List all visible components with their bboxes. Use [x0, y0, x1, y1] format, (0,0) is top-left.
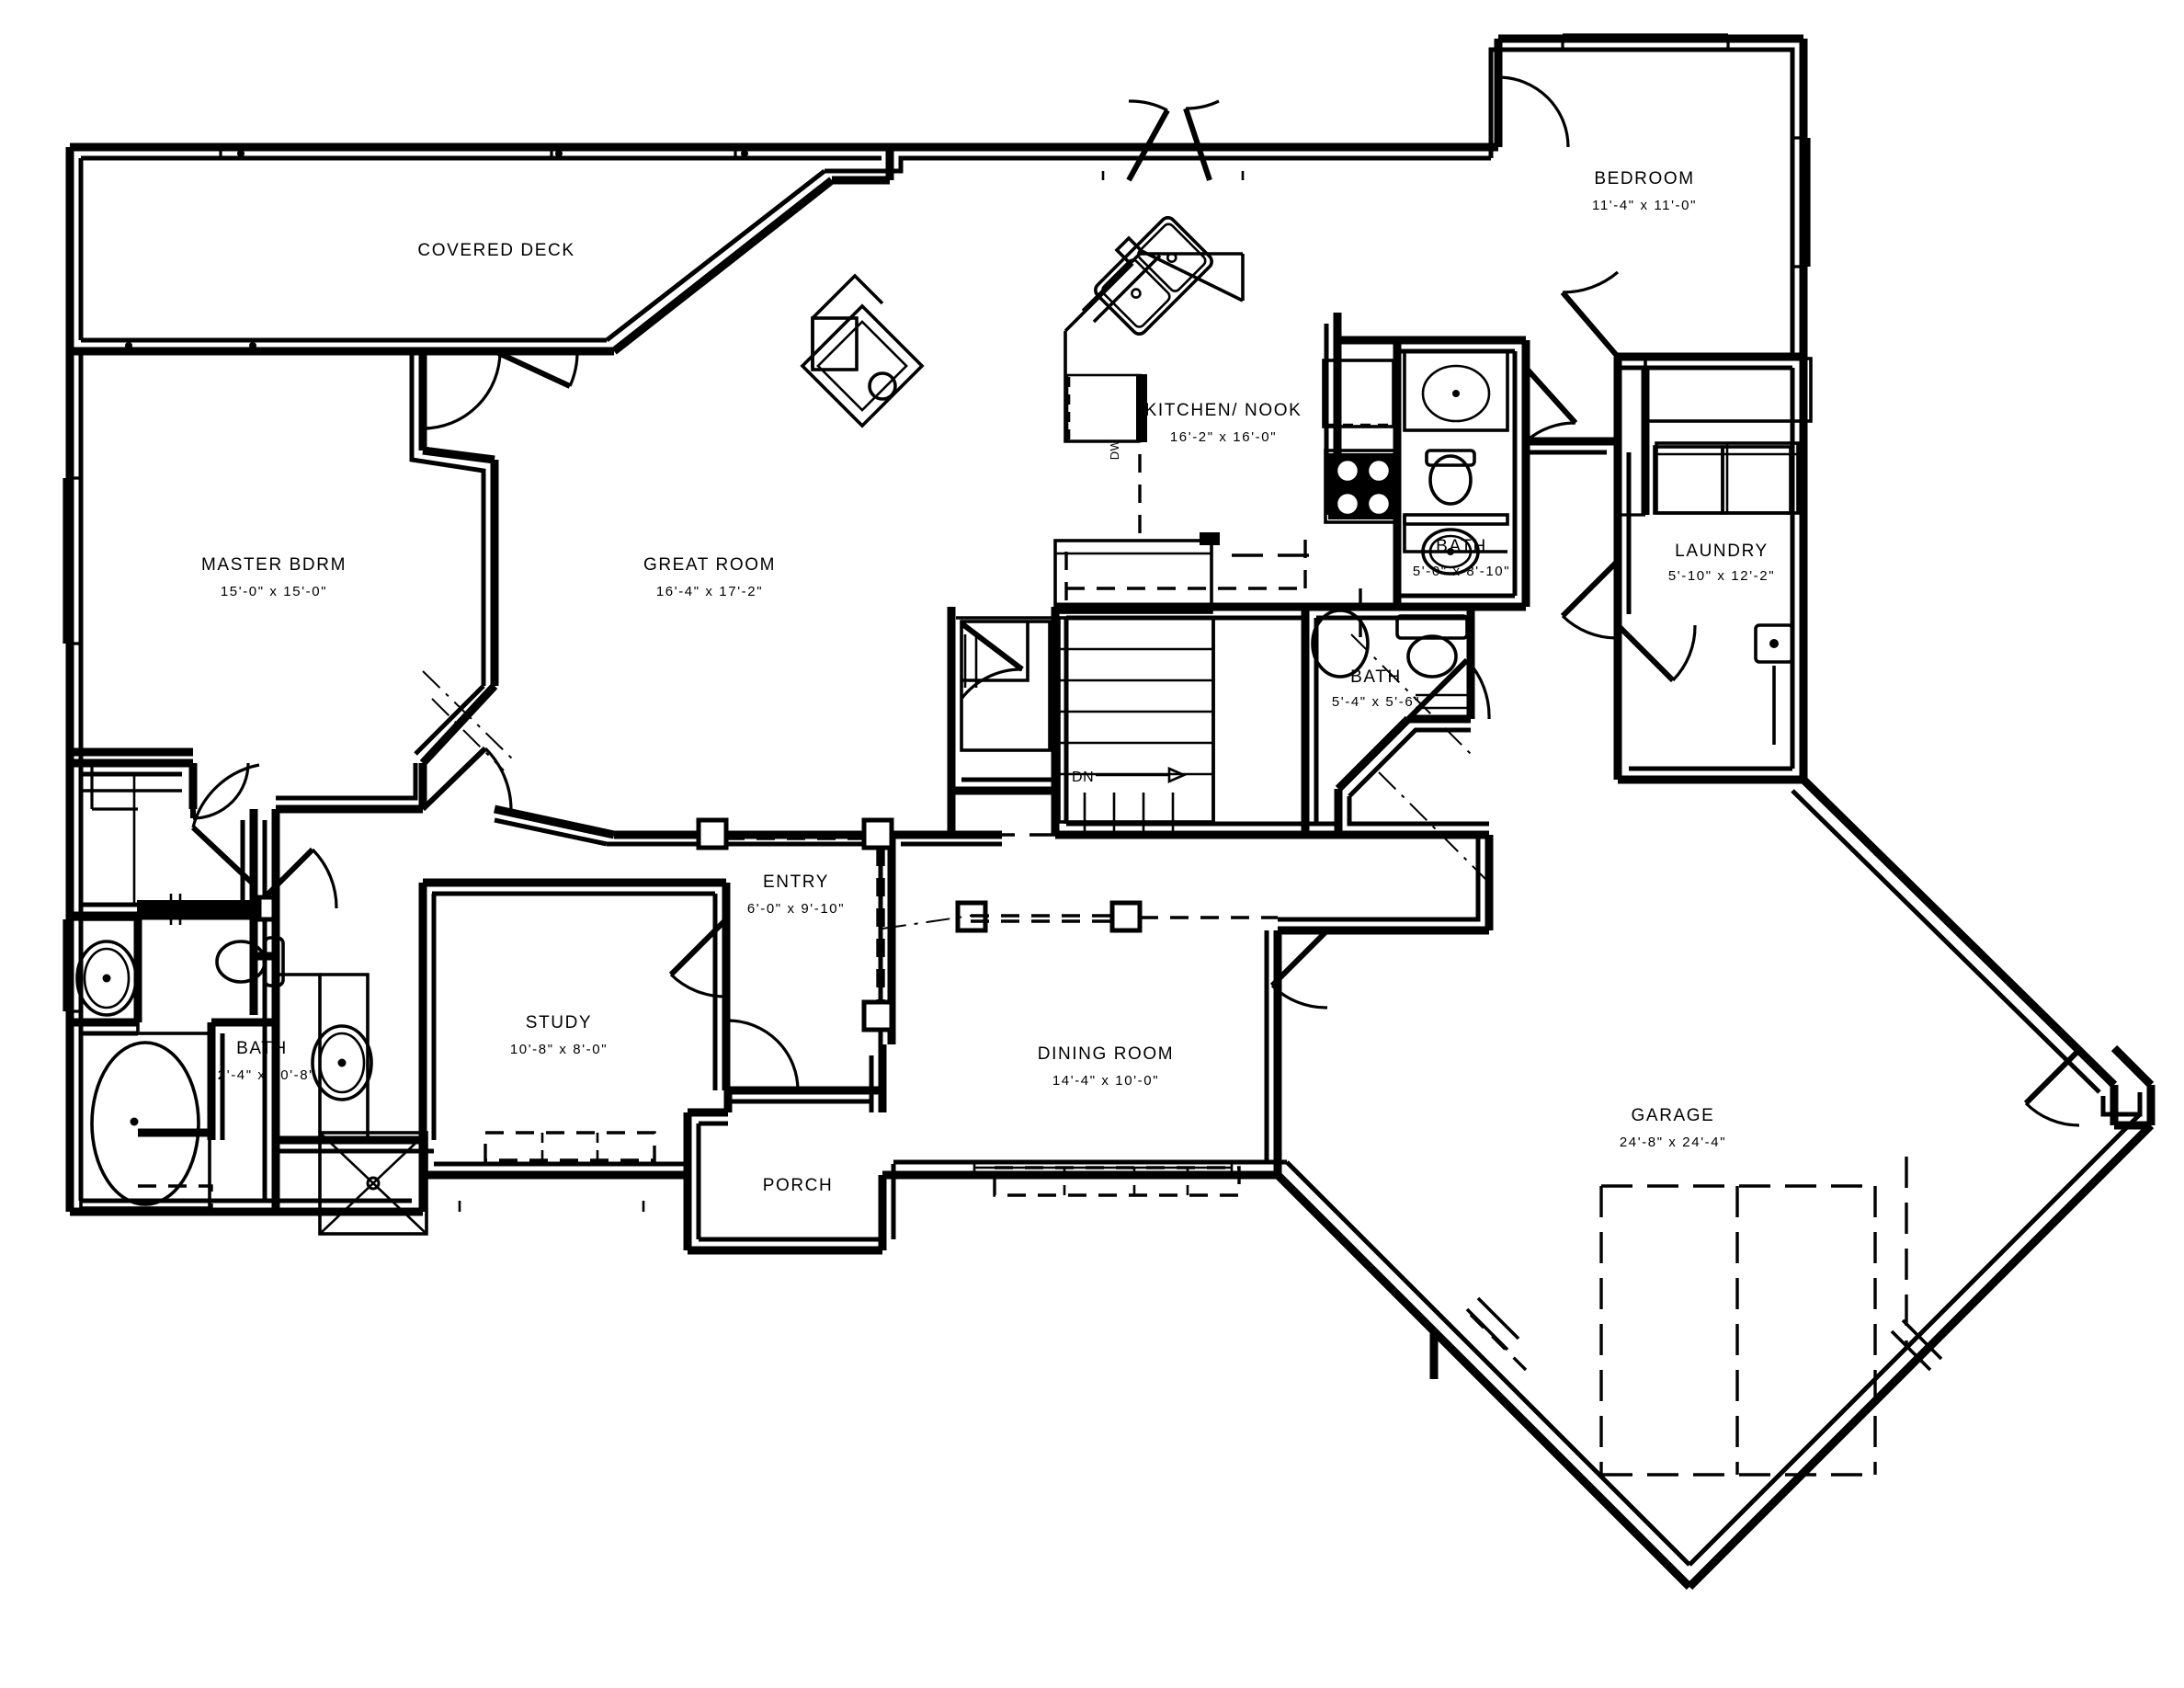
- garage-door-jambs: [1465, 1296, 1943, 1372]
- door-study[interactable]: [668, 917, 729, 998]
- room-dim-dining-room: 14'-4" x 10'-0": [1052, 1073, 1159, 1089]
- master-vanity-right: [276, 973, 373, 1140]
- master-tub: [79, 1032, 211, 1210]
- laundry-sink: [1754, 623, 1794, 745]
- door-garage-service[interactable]: [2023, 1047, 2082, 1127]
- range-cooktop: [1324, 449, 1401, 524]
- room-label-covered-deck: COVERED DECK: [417, 241, 574, 260]
- room-label-bedroom: BEDROOM: [1594, 169, 1694, 188]
- hall-bath-fixtures: [1403, 349, 1509, 553]
- room-dim-bath-stair: 5'-4" x 5'-6": [1332, 694, 1420, 710]
- stair-bath-lav: [1421, 528, 1480, 576]
- master-vanity-left: [75, 918, 140, 1032]
- door-master-deck[interactable]: [420, 350, 502, 430]
- master-toilet: [215, 936, 285, 987]
- room-labels: COVERED DECK BEDROOM 11'-4" x 11'-0" MAS…: [201, 169, 1775, 1195]
- room-label-great-room: GREAT ROOM: [643, 555, 776, 575]
- interior-walls-core: [262, 351, 1002, 1212]
- room-label-master-bdrm: MASTER BDRM: [201, 555, 347, 575]
- great-room-detail: [800, 273, 925, 428]
- room-label-entry: ENTRY: [763, 873, 829, 892]
- windows: [63, 33, 1811, 1013]
- stair-direction-label: DN: [1072, 770, 1094, 785]
- stair-bath-toilet: [1395, 614, 1469, 679]
- south-walls: [683, 1044, 1287, 1255]
- room-label-dining-room: DINING ROOM: [1038, 1044, 1175, 1064]
- room-dim-master-bdrm: 15'-0" x 15'-0": [221, 584, 327, 599]
- garage-interior: [1465, 1047, 2082, 1477]
- room-label-laundry: LAUNDRY: [1675, 542, 1769, 561]
- room-label-bath-hall: BATH: [1436, 537, 1487, 556]
- door-garage-entry[interactable]: [1269, 928, 1330, 1009]
- room-dim-bath-hall: 5'-0" x 8'-10": [1413, 564, 1510, 579]
- door-french-north[interactable]: [1101, 99, 1245, 182]
- room-dim-bath-master: 12'-4" x 10'-8": [209, 1067, 315, 1083]
- door-bedroom-closet[interactable]: [1560, 270, 1792, 515]
- entry-posts: [696, 817, 1143, 1032]
- door-bedroom[interactable]: [1496, 75, 1570, 148]
- room-dim-kitchen-nook: 16'-2" x 16'-0": [1170, 429, 1277, 445]
- laundry-fixtures: [1644, 357, 1813, 745]
- doors: [137, 75, 1792, 1103]
- dishwasher-label: DW: [1108, 439, 1121, 460]
- room-dim-study: 10'-8" x 8'-0": [510, 1042, 608, 1057]
- master-bath-fixtures: [75, 774, 428, 1236]
- stair-lower-treads: [1083, 793, 1175, 833]
- room-label-kitchen-nook: KITCHEN/ NOOK: [1145, 401, 1302, 420]
- kitchen-island-sink: [1064, 216, 1245, 443]
- door-stair-landing[interactable]: [960, 621, 1024, 700]
- laundry-washer-dryer: [1644, 357, 1813, 515]
- door-master-bath-pocket[interactable]: [137, 763, 338, 925]
- door-front[interactable]: [727, 1019, 800, 1103]
- room-dim-garage: 24'-8" x 24'-4": [1620, 1135, 1726, 1150]
- room-dim-great-room: 16'-4" x 17'-2": [656, 584, 763, 599]
- master-shower: [318, 1131, 428, 1236]
- door-master-hall[interactable]: [420, 746, 513, 812]
- kitchen-service-partitions: [1051, 313, 1803, 1175]
- room-dim-laundry: 5'-10" x 12'-2": [1668, 568, 1775, 584]
- window-marks: [458, 1162, 1234, 1212]
- ceiling-beams: [726, 831, 1278, 1002]
- stair-bath-tub2: [1311, 609, 1370, 679]
- door-laundry-hall[interactable]: [1560, 558, 1621, 640]
- hall-bath-tub: [1403, 349, 1509, 432]
- kitchen-peninsula: [1053, 432, 1362, 644]
- refrigerator: [1322, 359, 1395, 428]
- door-laundry[interactable]: [1615, 622, 1697, 683]
- vault-lines: [422, 633, 1490, 930]
- door-greatroom-deck[interactable]: [493, 348, 579, 389]
- stair-landing: [947, 616, 1055, 795]
- room-dim-entry: 6'-0" x 9'-10": [747, 901, 845, 917]
- room-label-bath-master: BATH: [236, 1039, 288, 1058]
- room-label-porch: PORCH: [763, 1176, 834, 1195]
- hall-bath-lav: [1403, 513, 1509, 553]
- covered-deck-walls: [65, 143, 893, 356]
- stair-bath-fixtures: [1311, 528, 1480, 679]
- room-label-garage: GARAGE: [1632, 1106, 1715, 1125]
- stair-run: DN: [1057, 616, 1215, 833]
- room-label-study: STUDY: [526, 1013, 592, 1032]
- kitchen-fixtures: [1053, 216, 1401, 644]
- room-dim-bedroom: 11'-4" x 11'-0": [1592, 198, 1697, 213]
- door-hall-bath[interactable]: [1523, 365, 1578, 443]
- door-linen[interactable]: [190, 762, 250, 820]
- room-label-bath-stair: BATH: [1350, 667, 1402, 687]
- hall-bath-toilet: [1425, 449, 1476, 506]
